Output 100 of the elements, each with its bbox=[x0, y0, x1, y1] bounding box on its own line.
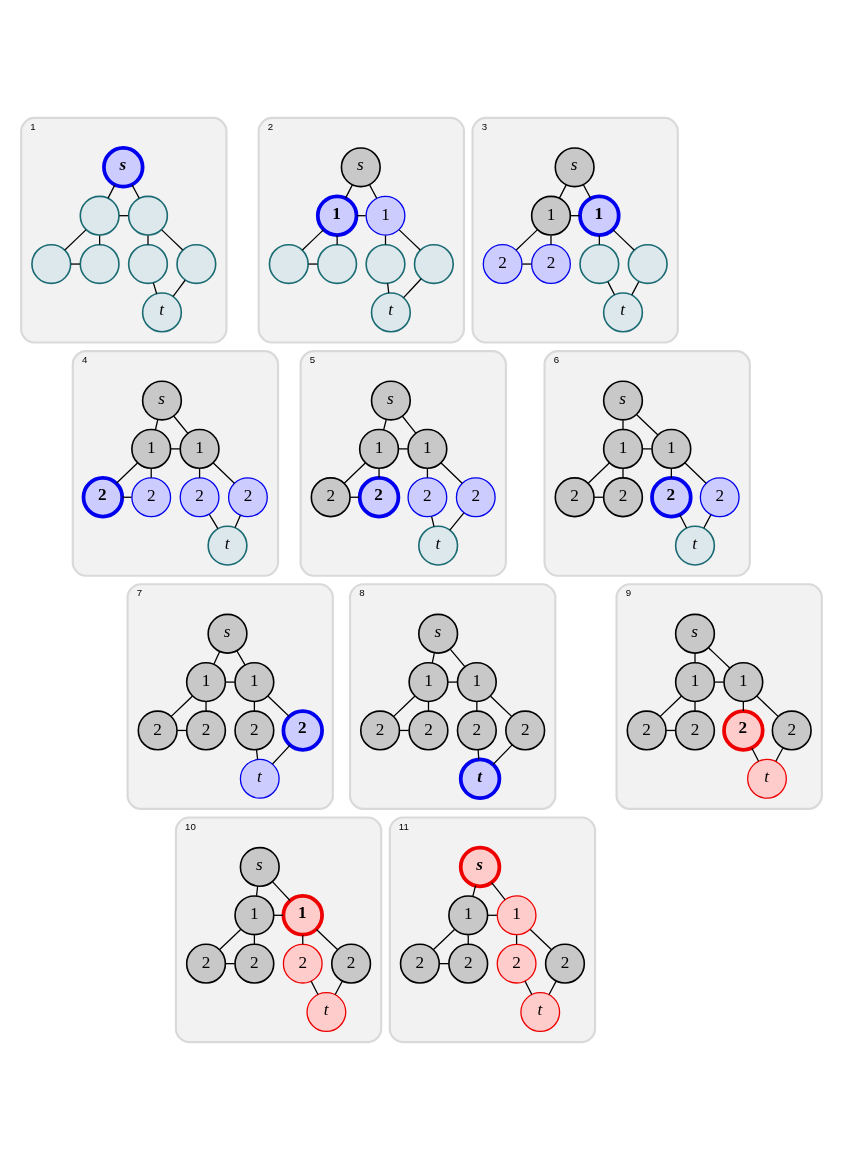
node-circle bbox=[176, 243, 217, 284]
node-circle: 1 bbox=[365, 195, 406, 236]
node-circle bbox=[268, 243, 309, 284]
connector bbox=[714, 680, 725, 683]
node-circle bbox=[79, 243, 120, 284]
node-circle: 2 bbox=[137, 709, 178, 751]
node-circle: t bbox=[306, 991, 347, 1032]
connector bbox=[70, 262, 81, 265]
node-circle: 1 bbox=[281, 893, 324, 936]
node-circle bbox=[365, 243, 406, 284]
connector bbox=[431, 651, 435, 664]
node-circle: 1 bbox=[179, 428, 220, 469]
connector bbox=[431, 515, 435, 527]
connector bbox=[492, 744, 513, 765]
node-circle: 2 bbox=[650, 475, 693, 518]
connector bbox=[387, 282, 390, 294]
node-circle: 1 bbox=[131, 428, 172, 469]
node-circle: 2 bbox=[179, 476, 220, 517]
connector bbox=[636, 413, 659, 435]
connector bbox=[343, 461, 366, 484]
connector bbox=[775, 747, 784, 762]
connector bbox=[529, 928, 552, 950]
connector bbox=[170, 695, 193, 717]
connector bbox=[208, 513, 219, 529]
connector bbox=[398, 228, 421, 251]
connector bbox=[334, 980, 343, 995]
node-circle: 1 bbox=[408, 661, 449, 702]
node-circle: 2 bbox=[227, 476, 268, 517]
node-circle bbox=[413, 243, 454, 284]
connector bbox=[694, 700, 696, 712]
node-circle: 2 bbox=[496, 943, 537, 984]
node-circle: 2 bbox=[456, 709, 497, 751]
node-circle: 1 bbox=[602, 428, 644, 469]
connector bbox=[115, 461, 139, 484]
connector bbox=[271, 880, 291, 901]
node-circle: 1 bbox=[315, 193, 359, 237]
node-circle: 2 bbox=[408, 709, 449, 751]
connector bbox=[225, 680, 236, 683]
node-circle: t bbox=[602, 291, 644, 333]
node-circle: s bbox=[370, 379, 412, 421]
connector bbox=[491, 881, 506, 900]
node-circle bbox=[579, 243, 620, 284]
connector bbox=[432, 928, 456, 950]
connector bbox=[131, 183, 140, 199]
connector bbox=[679, 513, 688, 529]
connector bbox=[631, 280, 640, 295]
node-circle: 2 bbox=[310, 476, 351, 517]
node-circle: 2 bbox=[771, 709, 812, 751]
node-circle: s bbox=[207, 613, 248, 654]
connector bbox=[154, 418, 159, 431]
node-circle: t bbox=[239, 758, 280, 799]
connector bbox=[708, 646, 731, 669]
node-circle: 2 bbox=[531, 243, 571, 284]
node-circle: 1 bbox=[578, 193, 621, 237]
node-circle bbox=[31, 243, 72, 284]
node-circle: 2 bbox=[544, 943, 586, 984]
node-circle: t bbox=[520, 991, 561, 1032]
node-circle: t bbox=[674, 524, 716, 566]
node-circle: t bbox=[370, 291, 412, 333]
node-circle: 1 bbox=[674, 661, 716, 702]
connector bbox=[219, 928, 242, 950]
node-circle: 2 bbox=[482, 243, 523, 284]
connector bbox=[383, 418, 387, 431]
node-circle: 2 bbox=[554, 476, 595, 517]
node-circle: 2 bbox=[282, 943, 323, 984]
connector bbox=[301, 228, 325, 251]
connector bbox=[449, 511, 465, 531]
node-circle: s bbox=[239, 846, 280, 887]
node-circle bbox=[79, 195, 120, 236]
connector bbox=[271, 744, 291, 765]
node-circle: 2 bbox=[357, 475, 401, 518]
connector bbox=[489, 695, 513, 717]
connector bbox=[612, 228, 635, 251]
connector bbox=[756, 695, 779, 717]
node-circle: 1 bbox=[185, 661, 227, 702]
connector bbox=[170, 447, 181, 450]
node-circle: 1 bbox=[448, 894, 489, 935]
node-circle: 2 bbox=[722, 708, 765, 752]
node-circle bbox=[127, 195, 169, 236]
connector bbox=[310, 980, 319, 995]
node-circle: 2 bbox=[234, 943, 275, 984]
connector bbox=[212, 461, 235, 484]
connector bbox=[622, 467, 624, 478]
connector bbox=[107, 183, 116, 199]
connector bbox=[642, 447, 653, 450]
connector bbox=[402, 277, 422, 298]
node-circle: s bbox=[418, 613, 459, 654]
node-circle: 2 bbox=[234, 709, 275, 751]
connector bbox=[548, 980, 557, 995]
connector bbox=[622, 419, 624, 430]
node-circle: 2 bbox=[330, 943, 372, 984]
node-circle: t bbox=[141, 291, 183, 333]
node-circle bbox=[627, 243, 668, 284]
node-circle: s bbox=[554, 146, 595, 187]
node-circle: 1 bbox=[407, 428, 448, 469]
node-circle: s bbox=[102, 145, 145, 189]
connector bbox=[587, 461, 610, 484]
node-circle: 1 bbox=[723, 661, 764, 702]
connector bbox=[694, 652, 696, 663]
node-circle bbox=[317, 243, 358, 284]
